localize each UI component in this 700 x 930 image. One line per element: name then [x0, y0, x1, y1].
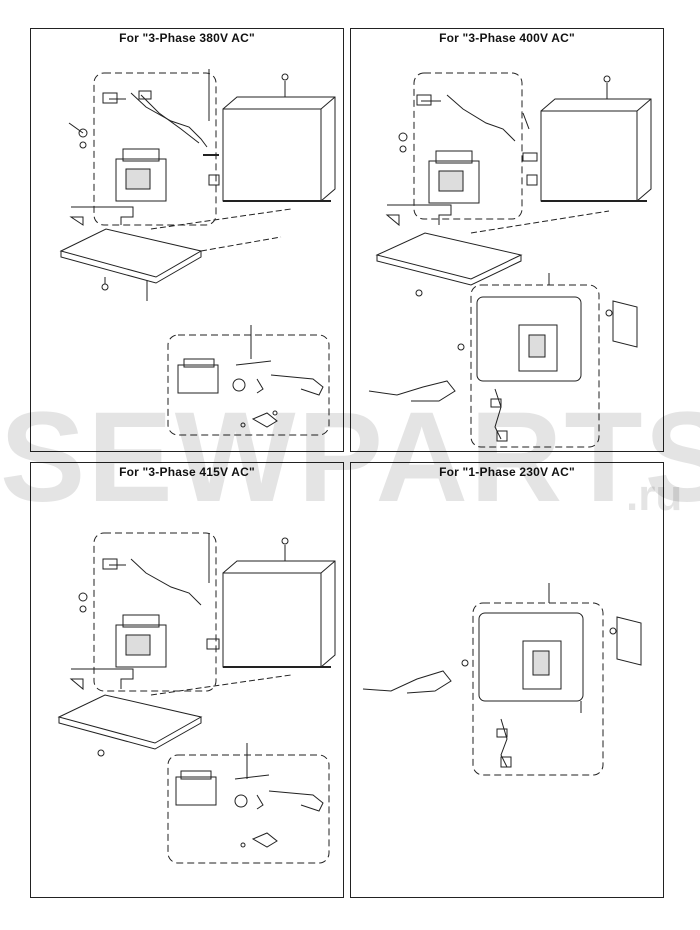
cover-box-front	[222, 108, 322, 202]
panel-title: For "3-Phase 380V AC"	[119, 31, 255, 45]
panel-title: For "3-Phase 400V AC"	[439, 31, 575, 45]
transformer-assembly	[59, 69, 336, 301]
power-cord	[368, 380, 456, 402]
circuit-board	[518, 324, 558, 372]
exploded-diagram	[368, 72, 652, 448]
circuit-board	[522, 640, 562, 690]
exploded-diagram	[59, 69, 336, 436]
panel-3phase-415v: For "3-Phase 415V AC"	[30, 462, 344, 898]
cover-box-front	[540, 110, 638, 202]
terminal-block	[177, 364, 219, 394]
panel-title: For "3-Phase 415V AC"	[119, 465, 255, 479]
accessory-kit	[167, 743, 330, 864]
circuit-board-kit	[368, 273, 638, 448]
exploded-diagram	[57, 532, 336, 864]
panel-title: For "1-Phase 230V AC"	[439, 465, 575, 479]
power-cord	[362, 670, 452, 694]
wire-harness	[109, 92, 208, 148]
accessory-group-outline	[167, 334, 330, 436]
cover-box-top	[222, 96, 336, 202]
panel-1phase-230v: For "1-Phase 230V AC"	[350, 462, 664, 898]
panel-3phase-380v: For "3-Phase 380V AC"	[30, 28, 344, 452]
mounting-bracket	[616, 616, 642, 666]
transformer-group-outline	[93, 72, 217, 226]
wire-cable	[235, 360, 324, 396]
transformer-assembly	[375, 72, 652, 297]
exploded-diagram	[362, 583, 642, 776]
handle	[69, 206, 134, 226]
mounting-bracket	[612, 300, 638, 348]
transformer-assembly	[57, 532, 336, 757]
connector-cable	[500, 718, 508, 768]
connector-cable	[494, 388, 502, 440]
panel-3phase-400v: For "3-Phase 400V AC"	[350, 28, 664, 452]
accessory-kit	[167, 325, 330, 436]
base-plate	[59, 228, 203, 278]
transformer-core	[115, 158, 167, 202]
circuit-board-kit	[362, 583, 642, 776]
cover-box-front	[222, 572, 322, 668]
